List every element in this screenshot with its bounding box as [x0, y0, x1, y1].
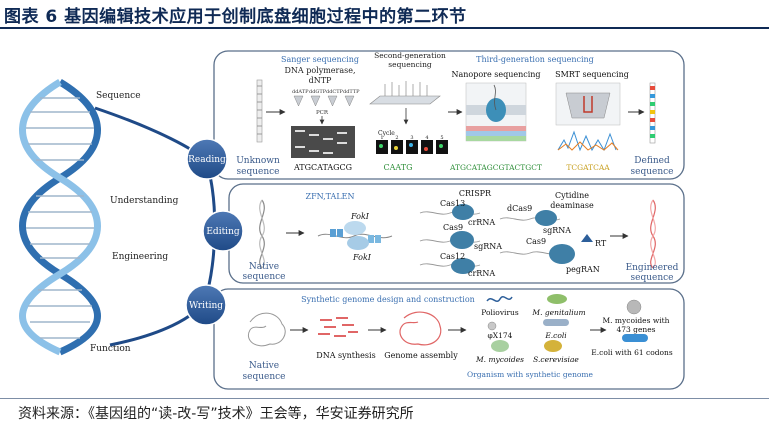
- cas9-b-label: Cas9: [526, 237, 546, 246]
- organism-icons: [486, 294, 569, 352]
- writing-native-genome: [248, 312, 286, 347]
- defined-sequence-strip: [649, 82, 656, 144]
- organism-poliovirus: Poliovirus: [481, 308, 519, 317]
- ddntp-label-1: ddATP: [292, 89, 309, 95]
- ddntp-label-4: ddTTP: [343, 89, 360, 95]
- organism-e-coli: E.coli: [544, 331, 567, 340]
- crispr-title: CRISPR: [459, 189, 492, 198]
- dna-synthesis-label: DNA synthesis: [316, 351, 375, 360]
- cycle-label: Cycle: [378, 130, 395, 137]
- defined-sequence-label-2: sequence: [631, 167, 674, 177]
- cycle-num-4: 4: [425, 135, 428, 141]
- bottom-rule: [0, 398, 769, 399]
- second-gen-title-1: Second-generation: [374, 51, 446, 60]
- nanopore-title: Nanopore sequencing: [451, 70, 540, 79]
- writing-node-label: Writing: [189, 301, 223, 311]
- result-mycoides-label-1: M. mycoides with: [602, 316, 669, 325]
- nanopore-graphic: [465, 82, 527, 142]
- editing-node-label: Editing: [206, 227, 240, 237]
- assembled-genome: [399, 311, 442, 346]
- writing-panel: [213, 288, 685, 390]
- pcr-label: PCR: [316, 110, 329, 116]
- deaminase-label-2: deaminase: [550, 201, 594, 210]
- organism-s-cerevisiae: S.cerevisiae: [533, 355, 579, 364]
- sanger-gel: [291, 126, 355, 158]
- ddntp-label-3: ddCTP: [326, 89, 344, 95]
- second-gen-sequence: CAATG: [384, 163, 413, 172]
- second-gen-title-2: sequencing: [388, 60, 432, 69]
- organism-phix174: φX174: [488, 331, 513, 340]
- reading-node: Reading: [186, 138, 228, 180]
- third-gen-title: Third-generation sequencing: [476, 55, 594, 64]
- editing-node: Editing: [202, 210, 244, 252]
- smrt-sequence: TCGATCAA: [566, 163, 610, 172]
- native-sequence-helix: [259, 199, 265, 269]
- dna-fragments: [318, 317, 358, 337]
- flow-cell: [369, 81, 441, 105]
- cas12-label: Cas12: [440, 252, 465, 261]
- cas9-a-label: Cas9: [443, 223, 463, 232]
- result-icons: [622, 299, 648, 342]
- unknown-sequence-label-1: Unknown: [236, 156, 280, 166]
- defined-sequence-label-1: Defined: [634, 156, 670, 166]
- cas13-crrna-label: crRNA: [468, 218, 495, 227]
- result-e-coli-label: E.coli with 61 codons: [591, 348, 673, 357]
- writing-native-label-1: Native: [249, 361, 279, 371]
- helix-label-understanding: Understanding: [110, 196, 179, 206]
- cas13-label: Cas13: [440, 199, 465, 208]
- editing-native-label-1: Native: [249, 262, 279, 272]
- sanger-tubes: [293, 95, 355, 107]
- cycle-images: [376, 140, 448, 154]
- figure-source: 资料来源：《基因组的“读-改-写”技术》王会等，华安证券研究所: [18, 406, 414, 422]
- cycle-num-1: 1: [380, 135, 383, 141]
- genome-assembly-label: Genome assembly: [384, 351, 458, 360]
- engineered-sequence-label-1: Engineered: [626, 263, 679, 273]
- unknown-sequence-label-2: sequence: [237, 167, 280, 177]
- sanger-title: Sanger sequencing: [281, 55, 359, 64]
- engineered-sequence-helix: [650, 199, 656, 269]
- smrt-title: SMRT sequencing: [555, 70, 629, 79]
- cas-proteins: [450, 204, 593, 274]
- editing-native-label-2: sequence: [243, 272, 286, 282]
- rt-label: RT: [595, 239, 607, 248]
- writing-native-label-2: sequence: [243, 372, 286, 382]
- result-mycoides-label-2: 473 genes: [616, 325, 655, 334]
- dcas9-label: dCas9: [507, 204, 532, 213]
- helix-label-sequence: Sequence: [96, 91, 141, 101]
- deaminase-label-1: Cytidine: [555, 191, 589, 200]
- pegrna-label: pegRAN: [566, 265, 600, 274]
- sanger-reagent-2: dNTP: [309, 76, 332, 85]
- cas12-crrna-label: crRNA: [468, 269, 495, 278]
- dcas9-sgrna-label: sgRNA: [543, 226, 571, 235]
- organism-title: Organism with synthetic genome: [467, 370, 594, 379]
- ddntp-label-2: ddGTP: [309, 89, 327, 95]
- helix-label-function: Function: [90, 344, 131, 354]
- fokl-graphic: [317, 221, 393, 250]
- dna-helix: Sequence Understanding Engineering Funct…: [19, 78, 179, 356]
- title-rule: [0, 27, 769, 29]
- figure-title: 图表 6 基因编辑技术应用于创制底盘细胞过程中的第二环节: [4, 7, 467, 27]
- helix-label-engineering: Engineering: [112, 252, 168, 262]
- writing-node: Writing: [185, 284, 227, 326]
- smrt-graphic: [555, 82, 621, 152]
- organism-m-genitalium: M. genitalium: [531, 308, 585, 317]
- cycle-num-5: 5: [440, 135, 443, 141]
- fokl-top-label: FokI: [350, 212, 370, 221]
- design-title: Synthetic genome design and construction: [301, 295, 475, 304]
- cycle-num-3: 3: [410, 135, 413, 141]
- nanopore-sequence: ATGCATAGCGTACTGCT: [449, 163, 542, 172]
- zfn-talen-title: ZFN,TALEN: [306, 192, 355, 201]
- sanger-reagent-1: DNA polymerase,: [284, 66, 355, 75]
- reading-node-label: Reading: [188, 155, 226, 165]
- fokl-bottom-label: FokI: [352, 253, 372, 262]
- sanger-sequence: ATGCATAGCG: [293, 163, 352, 172]
- cas9-a-sgrna-label: sgRNA: [474, 242, 502, 251]
- unknown-sequence-strip: [256, 79, 263, 143]
- cycle-num-2: 2: [395, 135, 398, 141]
- engineered-sequence-label-2: sequence: [631, 273, 674, 283]
- organism-m-mycoides: M. mycoides: [475, 355, 524, 364]
